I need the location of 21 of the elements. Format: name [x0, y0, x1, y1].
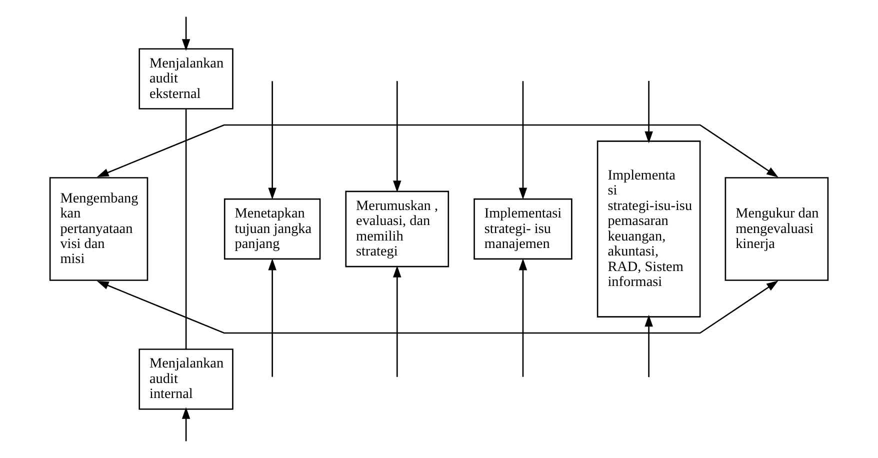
- connector: [185, 108, 187, 350]
- arrow: [393, 81, 402, 192]
- node-box: Mengembang kan pertanyataan visi dan misi: [49, 177, 148, 281]
- node-box: Mengukur dan mengevaluasi kinerja: [724, 177, 829, 281]
- node-box: Merumuskan , evaluasi, dan memilih strategi: [345, 190, 450, 268]
- node-box: Implementasi strategi- isu manajemen: [474, 198, 572, 260]
- node-box: Menjalankan audit eksternal: [138, 48, 234, 110]
- arrow: [96, 280, 778, 334]
- arrow: [268, 258, 276, 377]
- node-box: Menjalankan audit internal: [138, 348, 234, 410]
- arrow: [644, 80, 653, 144]
- arrow: [182, 407, 190, 442]
- node-box: Menetapkan tujuan jangka panjang: [224, 198, 321, 260]
- arrow: [518, 81, 528, 200]
- arrow: [644, 314, 653, 378]
- arrow: [518, 258, 528, 377]
- arrow: [182, 16, 190, 51]
- node-box: Implementa si strategi-isu-isu pemasaran keuangan, akuntasi, RAD, Sistem informasi: [596, 140, 701, 318]
- arrow: [393, 266, 402, 377]
- arrow: [96, 124, 778, 178]
- arrow: [268, 81, 276, 200]
